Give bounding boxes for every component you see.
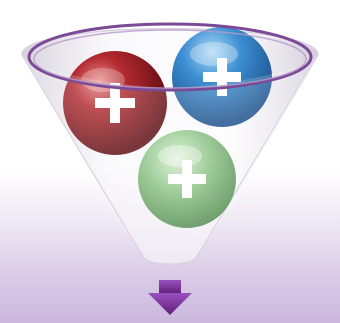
arrow-down-icon bbox=[148, 280, 192, 315]
